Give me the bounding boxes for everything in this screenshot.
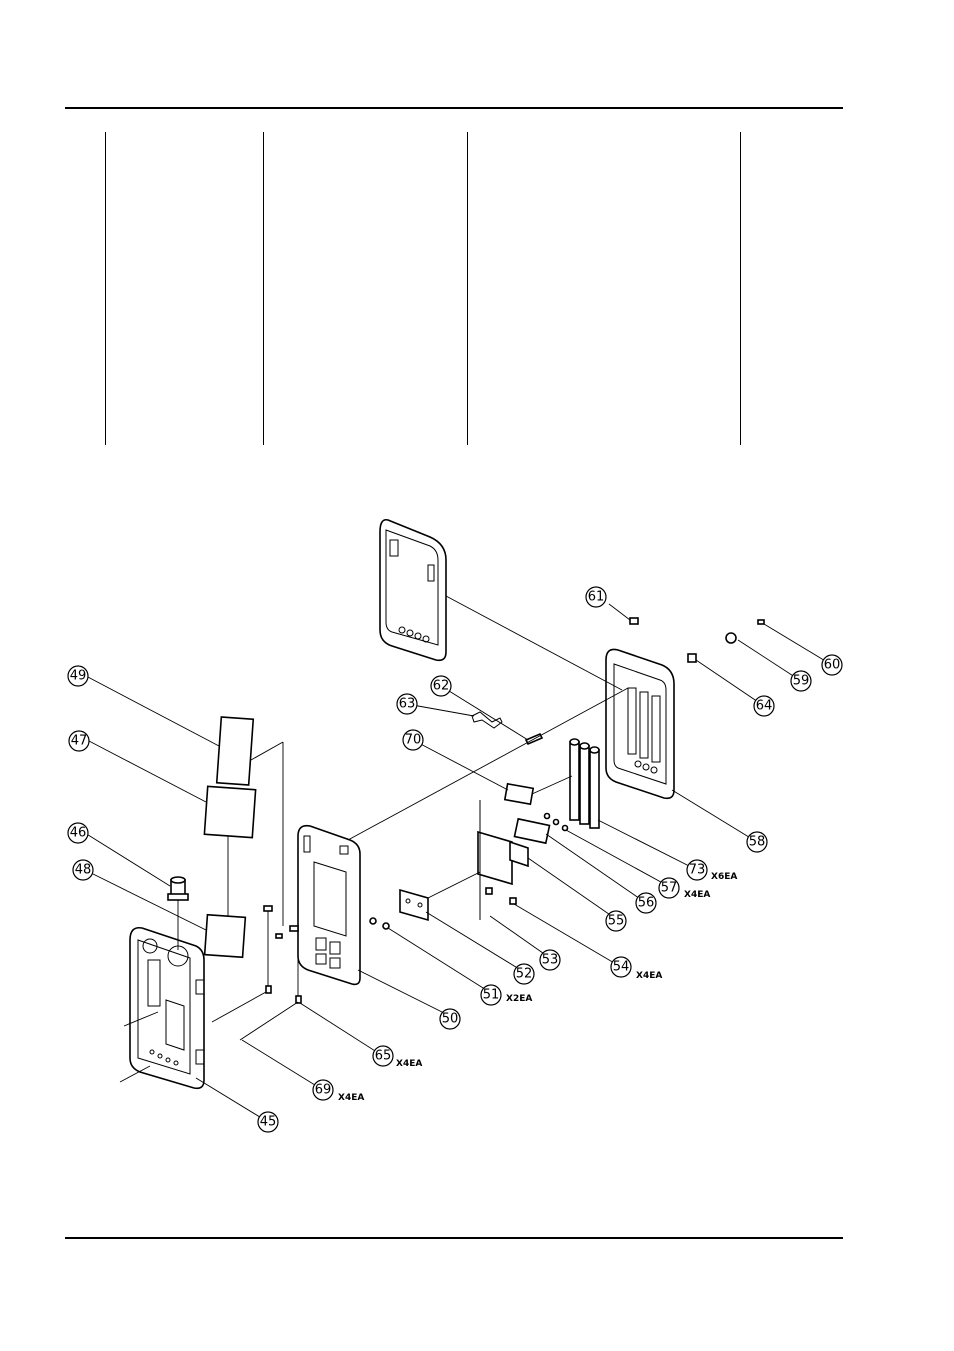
callout-49: 49 — [67, 665, 89, 687]
callout-69: 69 — [312, 1079, 334, 1101]
column-divider-2 — [263, 132, 264, 445]
callout-62-label: 62 — [433, 679, 450, 694]
footer-rule — [65, 1237, 843, 1239]
callout-50-label: 50 — [442, 1012, 459, 1027]
callout-47-label: 47 — [71, 734, 88, 749]
clip-61 — [629, 617, 639, 625]
callout-55: 55 — [605, 910, 627, 932]
board-56 — [513, 817, 551, 845]
callout-60: 60 — [821, 654, 843, 676]
callout-47: 47 — [68, 730, 90, 752]
callout-63-label: 63 — [399, 697, 416, 712]
callout-60-label: 60 — [824, 658, 841, 673]
callout-57-label: 57 — [661, 881, 678, 896]
washer-57-a — [543, 812, 551, 820]
pad-51-a — [369, 917, 377, 925]
pcb-53 — [477, 800, 529, 920]
callout-53: 53 — [539, 949, 561, 971]
callout-59-label: 59 — [793, 674, 810, 689]
callout-leaders — [84, 603, 833, 1123]
qty-65: X4EA — [396, 1059, 422, 1069]
callout-61-label: 61 — [588, 590, 605, 605]
callout-58: 58 — [746, 831, 768, 853]
callout-48: 48 — [72, 859, 94, 881]
callout-65: 65 — [372, 1045, 394, 1067]
battery-back-cover — [379, 518, 447, 662]
callout-69-label: 69 — [315, 1083, 332, 1098]
washer-57-c — [561, 824, 569, 832]
callout-61: 61 — [585, 586, 607, 608]
assembly-lines — [177, 595, 629, 1041]
label-70 — [503, 782, 535, 806]
qty-73: X6EA — [711, 872, 737, 882]
callout-65-label: 65 — [375, 1049, 392, 1064]
knob-59 — [725, 632, 737, 644]
callout-54-label: 54 — [613, 960, 630, 975]
callout-48-label: 48 — [75, 863, 92, 878]
callout-73: 73 — [686, 859, 708, 881]
callout-46-label: 46 — [70, 826, 87, 841]
callout-64: 64 — [753, 695, 775, 717]
column-divider-3 — [467, 132, 468, 445]
callout-62: 62 — [430, 675, 452, 697]
contact-63 — [471, 711, 503, 729]
callout-57: 57 — [658, 877, 680, 899]
callout-53-label: 53 — [542, 953, 559, 968]
front-case-50 — [297, 824, 361, 986]
panel-47 — [203, 785, 257, 839]
callout-59: 59 — [790, 670, 812, 692]
panel-48 — [203, 913, 247, 959]
screw-c — [289, 925, 299, 932]
callout-45: 45 — [257, 1111, 279, 1133]
callout-64-label: 64 — [756, 699, 773, 714]
pad-51-b — [382, 922, 390, 930]
callout-70: 70 — [402, 729, 424, 751]
callout-51-label: 51 — [483, 988, 500, 1003]
callout-52: 52 — [513, 963, 535, 985]
callout-46: 46 — [67, 822, 89, 844]
washer-57-b — [552, 818, 560, 826]
connector-46 — [167, 876, 189, 901]
header-rule — [65, 107, 843, 109]
plate-52 — [399, 888, 429, 922]
main-housing-45 — [129, 926, 205, 1090]
screw-e — [275, 933, 283, 939]
panel-49 — [215, 716, 255, 786]
column-divider-4 — [740, 132, 741, 445]
callout-70-label: 70 — [405, 733, 422, 748]
callout-54: 54 — [610, 956, 632, 978]
screw-60 — [757, 619, 765, 625]
qty-54: X4EA — [636, 971, 662, 981]
battery-case-58 — [605, 648, 675, 800]
qty-57: X4EA — [684, 890, 710, 900]
callout-58-label: 58 — [749, 835, 766, 850]
callout-56-label: 56 — [638, 896, 655, 911]
callout-55-label: 55 — [608, 914, 625, 929]
screw-a — [263, 905, 273, 912]
callout-56: 56 — [635, 892, 657, 914]
cells-73 — [569, 738, 600, 829]
spring-64 — [687, 653, 697, 663]
qty-69: X4EA — [338, 1093, 364, 1103]
callout-50: 50 — [439, 1008, 461, 1030]
callout-45-label: 45 — [260, 1115, 277, 1130]
callout-51: 51 — [480, 984, 502, 1006]
column-divider-1 — [105, 132, 106, 445]
callout-73-label: 73 — [689, 863, 706, 878]
callout-49-label: 49 — [70, 669, 87, 684]
qty-51: X2EA — [506, 994, 532, 1004]
callout-52-label: 52 — [516, 967, 533, 982]
callout-63: 63 — [396, 693, 418, 715]
screw-d — [295, 995, 302, 1004]
screw-b — [265, 985, 272, 994]
